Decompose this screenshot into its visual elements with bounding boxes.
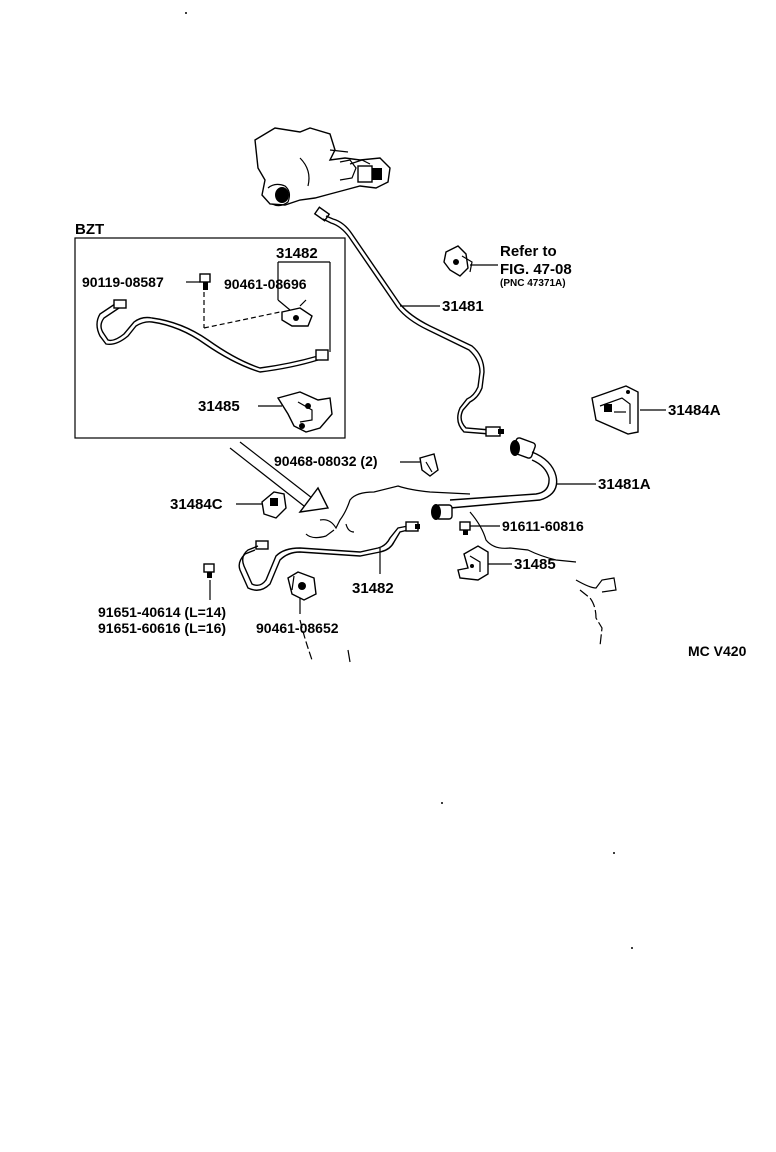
reference-clip-icon [443,245,473,277]
label-31481a: 31481A [598,476,651,493]
label-31484a: 31484A [668,402,721,419]
master-cylinder-illustration [254,127,391,207]
body-outline [299,485,617,663]
print-specks [185,12,633,949]
label-91651-60616: 91651-60616 (L=16) [98,620,226,636]
bolt-91651-illustration [203,563,215,578]
refer-line-2: FIG. 47-08 [500,261,572,278]
inset-label-tube: 31482 [276,245,318,262]
diagram-code: MC V420 [688,643,747,659]
label-90468-08032: 90468-08032 (2) [274,453,378,469]
inset-label-bracket: 31485 [198,398,240,415]
inset-label-clip: 90461-08696 [224,276,307,292]
label-31484c: 31484C [170,496,223,513]
tube-31482-lower [238,521,420,591]
clip-90461-08652-illustration [287,571,317,601]
label-31482-lower: 31482 [352,580,394,597]
inset-label-bolt: 90119-08587 [82,274,164,290]
inset-arrow [229,441,330,513]
inset-title: BZT [75,221,104,238]
bzt-inset-box [74,237,346,439]
hose-31481a [431,437,558,520]
bracket-31485-lower-illustration [457,545,489,581]
clip-90468-illustration [419,453,439,477]
label-91611-60816: 91611-60816 [502,518,584,534]
label-91651-40614: 91651-40614 (L=14) [98,604,226,620]
label-31481: 31481 [442,298,484,315]
refer-line-3: (PNC 47371A) [500,278,566,289]
leader-lines [299,305,596,614]
refer-line-1: Refer to [500,243,557,260]
bolt-91611-illustration [459,521,471,535]
label-90461-08652: 90461-08652 [256,620,339,636]
bracket-31484c-illustration [261,491,287,519]
tube-31481 [313,206,504,437]
label-31485-lower: 31485 [514,556,556,573]
bracket-31484a-illustration [591,385,639,435]
